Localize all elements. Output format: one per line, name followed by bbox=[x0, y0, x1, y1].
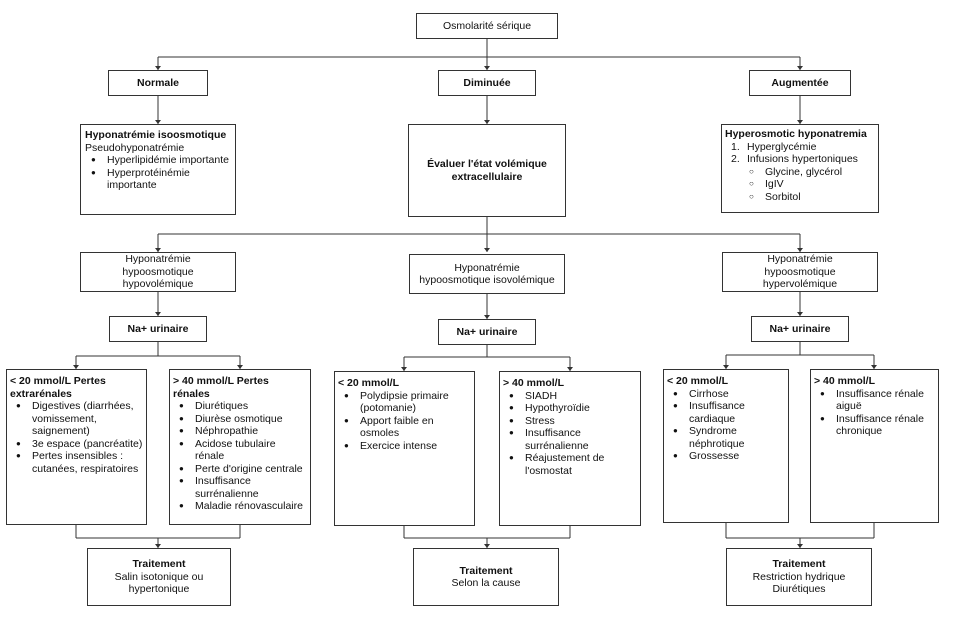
root-node: Osmolarité sérique bbox=[416, 13, 558, 39]
list-item: Perte d'origine centrale bbox=[173, 463, 307, 476]
list-item: Sorbitol bbox=[749, 191, 875, 204]
list-text: Hyperglycémie bbox=[747, 140, 817, 153]
list-item: SIADH bbox=[503, 390, 637, 403]
hyperosmotic-list: 1. Hyperglycémie 2. Infusions hypertonique… bbox=[725, 141, 875, 166]
list-item: Insuffisance rénale aiguë bbox=[814, 388, 935, 413]
treatment-text: Restriction hydrique bbox=[752, 570, 846, 583]
list-item: Insuffisance rénale chronique bbox=[814, 413, 935, 438]
evaluate-label: Évaluer l'état volémique extracellulaire bbox=[427, 158, 547, 183]
list-item: Exercice intense bbox=[338, 440, 471, 453]
list-item: Maladie rénovasculaire bbox=[173, 500, 307, 513]
list-number: 1. bbox=[731, 140, 740, 153]
list-item: Cirrhose bbox=[667, 388, 785, 401]
node-hyperosmotic: Hyperosmotic hyponatremia 1. Hyperglycémi… bbox=[721, 124, 879, 213]
list-text: Infusions hypertoniques bbox=[747, 153, 858, 165]
list-item: Diurétiques bbox=[173, 400, 307, 413]
node-iso-high: > 40 mmol/L SIADH Hypothyroïdie Stress I… bbox=[499, 371, 641, 526]
iso-high-title: > 40 mmol/L bbox=[503, 377, 564, 389]
iso-low-list: Polydipsie primaire (potomanie) Apport f… bbox=[338, 390, 471, 453]
node-hypo-high: > 40 mmol/L Pertes rénales Diurétiques D… bbox=[169, 369, 311, 525]
list-number: 2. bbox=[731, 153, 740, 165]
root-label: Osmolarité sérique bbox=[442, 19, 532, 32]
treatment-text: Diurétiques bbox=[772, 583, 826, 596]
hypo-high-list: Diurétiques Diurèse osmotique Néphropath… bbox=[173, 400, 307, 513]
node-normale: Normale bbox=[108, 70, 208, 96]
augmentee-label: Augmentée bbox=[771, 76, 829, 89]
list-item: Néphropathie bbox=[173, 425, 307, 438]
hypovolemic-label: Hyponatrémie hypoosmotique hypovolémique bbox=[122, 253, 194, 291]
hypo-high-title: > 40 mmol/L Pertes rénales bbox=[173, 375, 269, 400]
hypo-low-title: < 20 mmol/L Pertes extrarénales bbox=[10, 375, 106, 400]
node-hypo-low: < 20 mmol/L Pertes extrarénales Digestiv… bbox=[6, 369, 147, 525]
node-evaluate-volemia: Évaluer l'état volémique extracellulaire bbox=[408, 124, 566, 217]
urine-na-label: Na+ urinaire bbox=[769, 322, 831, 335]
node-urine-na-iso: Na+ urinaire bbox=[438, 319, 536, 345]
list-item: Insuffisance surrénalienne bbox=[173, 475, 307, 500]
iso-high-list: SIADH Hypothyroïdie Stress Insuffisance … bbox=[503, 390, 637, 478]
diminuee-label: Diminuée bbox=[463, 76, 511, 89]
list-item: Hypothyroïdie bbox=[503, 402, 637, 415]
normale-label: Normale bbox=[136, 76, 179, 89]
list-item: Stress bbox=[503, 415, 637, 428]
node-urine-na-hypo: Na+ urinaire bbox=[109, 316, 207, 342]
treatment-title: Traitement bbox=[132, 558, 186, 571]
node-hypovolemic: Hyponatrémie hypoosmotique hypovolémique bbox=[80, 252, 236, 292]
urine-na-label: Na+ urinaire bbox=[127, 322, 189, 335]
isoosmotic-subtitle: Pseudohyponatrémie bbox=[85, 141, 185, 154]
list-item: Insuffisance surrénalienne bbox=[503, 427, 637, 452]
isoosmotic-list: Hyperlipidémie importante Hyperprotéiném… bbox=[85, 154, 231, 192]
node-augmentee: Augmentée bbox=[749, 70, 851, 96]
node-isoosmotic: Hyponatrémie isoosmotique Pseudohyponatr… bbox=[80, 124, 236, 215]
node-hyper-high: > 40 mmol/L Insuffisance rénale aiguë In… bbox=[810, 369, 939, 523]
list-item: 2. Infusions hypertoniques bbox=[725, 153, 875, 166]
hypo-low-list: Digestives (diarrhées, vomissement, saig… bbox=[10, 400, 143, 475]
isoosmotic-title: Hyponatrémie isoosmotique bbox=[85, 129, 227, 141]
isovolemic-label: Hyponatrémie hypoosmotique isovolémique bbox=[419, 261, 555, 287]
list-item: 3e espace (pancréatite) bbox=[10, 438, 143, 451]
node-treatment-iso: Traitement Selon la cause bbox=[413, 548, 559, 606]
urine-na-label: Na+ urinaire bbox=[456, 325, 518, 338]
treatment-title: Traitement bbox=[459, 564, 513, 577]
node-treatment-hypo: Traitement Salin isotonique ou hypertoni… bbox=[87, 548, 231, 606]
node-isovolemic: Hyponatrémie hypoosmotique isovolémique bbox=[409, 254, 565, 294]
hyper-low-title: < 20 mmol/L bbox=[667, 375, 728, 387]
treatment-title: Traitement bbox=[772, 558, 826, 571]
iso-low-title: < 20 mmol/L bbox=[338, 377, 399, 389]
hyper-high-list: Insuffisance rénale aiguë Insuffisance r… bbox=[814, 388, 935, 438]
hyperosmotic-title: Hyperosmotic hyponatremia bbox=[725, 128, 867, 140]
list-item: Réajustement de l'osmostat bbox=[503, 452, 637, 477]
hyper-low-list: Cirrhose Insuffisance cardiaque Syndrome… bbox=[667, 388, 785, 463]
hyperosmotic-sublist: Glycine, glycérol IgIV Sorbitol bbox=[725, 166, 875, 204]
list-item: Hyperlipidémie importante bbox=[85, 154, 231, 167]
list-item: Polydipsie primaire (potomanie) bbox=[338, 390, 471, 415]
node-hyper-low: < 20 mmol/L Cirrhose Insuffisance cardia… bbox=[663, 369, 789, 523]
list-item: Pertes insensibles : cutanées, respirato… bbox=[10, 450, 143, 475]
treatment-text: Salin isotonique ou hypertonique bbox=[114, 570, 204, 596]
hyper-high-title: > 40 mmol/L bbox=[814, 375, 875, 387]
list-item: Grossesse bbox=[667, 450, 785, 463]
treatment-text: Selon la cause bbox=[451, 577, 521, 589]
node-iso-low: < 20 mmol/L Polydipsie primaire (potoman… bbox=[334, 371, 475, 526]
list-item: Syndrome néphrotique bbox=[667, 425, 785, 450]
node-treatment-hyper: Traitement Restriction hydrique Diurétiq… bbox=[726, 548, 872, 606]
node-hypervolemic: Hyponatrémie hypoosmotique hypervolémiqu… bbox=[722, 252, 878, 292]
list-item: 1. Hyperglycémie bbox=[725, 141, 875, 154]
list-item: Acidose tubulaire rénale bbox=[173, 438, 307, 463]
list-item: Digestives (diarrhées, vomissement, saig… bbox=[10, 400, 143, 438]
node-diminuee: Diminuée bbox=[438, 70, 536, 96]
hypervolemic-label: Hyponatrémie hypoosmotique hypervolémiqu… bbox=[762, 253, 838, 291]
node-urine-na-hyper: Na+ urinaire bbox=[751, 316, 849, 342]
list-item: Apport faible en osmoles bbox=[338, 415, 471, 440]
list-item: IgIV bbox=[749, 178, 875, 191]
list-item: Insuffisance cardiaque bbox=[667, 400, 785, 425]
list-item: Hyperprotéinémie importante bbox=[85, 167, 231, 192]
list-item: Glycine, glycérol bbox=[749, 166, 875, 179]
list-item: Diurèse osmotique bbox=[173, 413, 307, 426]
